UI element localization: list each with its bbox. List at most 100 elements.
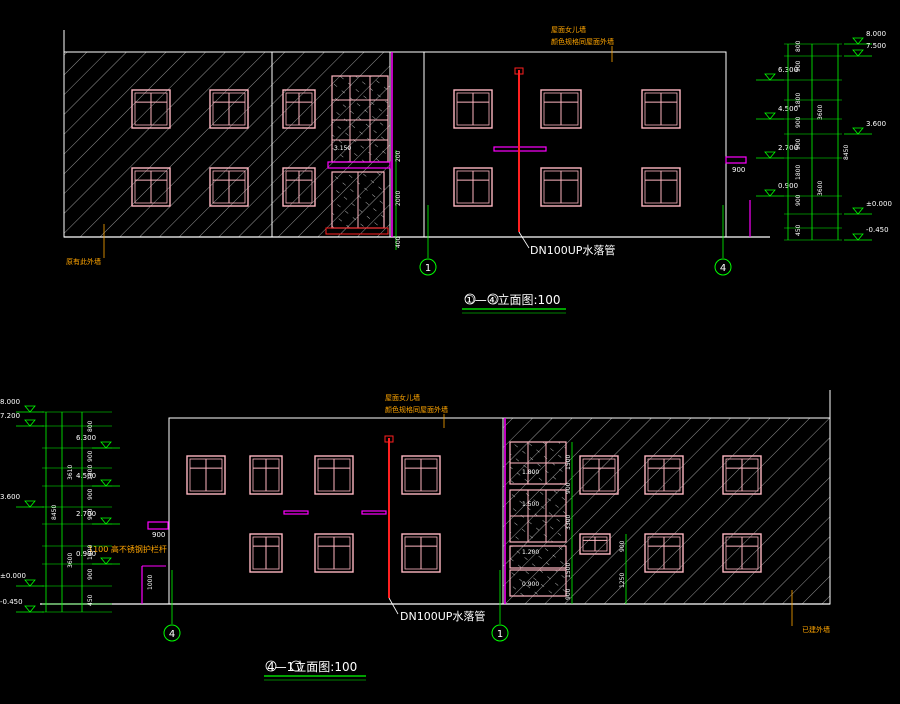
title-top-text: ①—④立面图:100 [464, 292, 560, 307]
window-top-10 [453, 167, 493, 207]
dim-inner-bottom-6: 1800 [87, 545, 94, 560]
level-top-9: -0.450 [844, 226, 889, 241]
dim-inner-top-7: 900 [795, 194, 802, 206]
window-top-3 [282, 89, 316, 129]
svg-text:6.300: 6.300 [76, 434, 96, 442]
stair-dim-4: 1500 [565, 563, 572, 578]
grid-bubble-1-top [419, 258, 437, 276]
dim-inner-top-1: 800 [795, 40, 802, 52]
pipe-label-bottom: DN100UP水落管 [400, 609, 485, 623]
dim-inner-bottom-1: 800 [87, 420, 94, 432]
title-top: ①—④立面图:100 [462, 292, 566, 314]
rail-dim: 1000 [147, 575, 154, 590]
dim-outer-bottom: 8450 [51, 505, 58, 520]
side-dim-bottom: 900 [152, 531, 165, 539]
elevation-top: DN100UP水落管 900 屋面女儿墙 颜色规格同屋面外墙 原有此外墙 200… [63, 25, 892, 314]
window-top-12 [641, 167, 681, 207]
level-bottom-9: -0.450 [0, 598, 44, 613]
grid-label-left-top: 1 [425, 263, 431, 274]
dim-inner-top-3: 1800 [795, 93, 802, 108]
level-top-6: 2.700 [756, 144, 798, 159]
window-top-1 [131, 89, 171, 129]
level-top-8: ±0.000 [844, 200, 892, 215]
side-canopy-top [725, 156, 747, 164]
window-bottom-7 [722, 455, 762, 495]
window-top-5 [540, 89, 582, 129]
level-top-2: 7.500 [844, 42, 886, 57]
note-top-line1: 屋面女儿墙 [551, 25, 586, 34]
title-bottom-text: 4—1立面图:100 [267, 659, 357, 674]
window-bottom-6 [644, 455, 684, 495]
window-top-11 [540, 167, 582, 207]
side-dim-bottom-1: 900 [619, 540, 626, 552]
level-top-3: 6.300 [756, 66, 798, 81]
svg-text:0.900: 0.900 [76, 550, 96, 558]
pipe-leader-top [518, 231, 530, 249]
dim-mid-bottom-2: 3600 [67, 553, 74, 568]
window-bottom-small [579, 533, 611, 555]
window-bottom-1 [186, 455, 226, 495]
note-top-line2-bottom: 颜色规格同屋面外墙 [385, 405, 448, 414]
svg-text:-0.450: -0.450 [866, 226, 889, 234]
note-right: 已建外墙 [802, 625, 830, 634]
pipe-head-bottom [384, 435, 394, 443]
svg-text:-0.450: -0.450 [0, 598, 23, 606]
door-dim-1: 200 [395, 150, 402, 162]
level-bottom-5: 3.600 [0, 493, 44, 508]
dim-inner-top-6: 1800 [795, 165, 802, 180]
window-bottom-5 [579, 455, 619, 495]
stair-dim-5: 900 [565, 588, 572, 600]
level-bottom-8: ±0.000 [0, 572, 44, 587]
svg-text:8.000: 8.000 [0, 398, 20, 406]
stair-level-2: 1.500 [522, 501, 539, 508]
dim-outer-top: 8450 [843, 145, 850, 160]
pipe-head-top [514, 67, 524, 75]
new-building-outline-bottom [168, 417, 504, 605]
door-level: 3.150 [334, 145, 351, 152]
window-top-7 [131, 167, 171, 207]
note-top-line1-bottom: 屋面女儿墙 [385, 393, 420, 402]
door-dim-2: 2000 [395, 191, 402, 206]
side-dim-top: 900 [732, 166, 745, 174]
svg-text:±0.000: ±0.000 [866, 200, 892, 208]
dim-inner-bottom-5: 900 [87, 508, 94, 520]
grid-bubble-4-bottom [163, 624, 181, 642]
pipe-leader-bottom [388, 597, 399, 615]
dim-mid-top-2: 3600 [817, 181, 824, 196]
window-bottom-11 [644, 533, 684, 573]
svg-text:3.600: 3.600 [866, 120, 886, 128]
dim-mid-top-1: 3600 [817, 105, 824, 120]
svg-text:3.600: 3.600 [0, 493, 20, 501]
top-windows [131, 89, 681, 207]
window-top-9 [282, 167, 316, 207]
grid-bubble-1-bottom [491, 624, 509, 642]
door-dim-3: 400 [395, 236, 402, 248]
dim-inner-top-4: 900 [795, 116, 802, 128]
svg-text:8.000: 8.000 [866, 30, 886, 38]
level-bottom-4: 4.500 [76, 472, 120, 487]
level-bottom-2: 7.200 [0, 412, 44, 427]
svg-text:±0.000: ±0.000 [0, 572, 26, 580]
window-bottom-8 [249, 533, 283, 573]
dim-inner-top-2: 900 [795, 60, 802, 72]
grid-label-right-bottom: 1 [497, 629, 503, 640]
stair-level-4: 0.900 [522, 581, 539, 588]
dim-inner-bottom-3: 1800 [87, 465, 94, 480]
window-bottom-4 [401, 455, 441, 495]
stair-windows-bottom [509, 441, 567, 597]
window-bottom-2 [249, 455, 283, 495]
grid-label-right-top: 4 [720, 263, 726, 274]
svg-text:7.200: 7.200 [0, 412, 20, 420]
top-dimension-chain: 8.0007.5006.3004.5003.6002.7000.900±0.00… [756, 30, 892, 241]
window-bottom-9 [314, 533, 354, 573]
stair-curtain-wall [325, 75, 391, 235]
dim-inner-bottom-2: 900 [87, 450, 94, 462]
bottom-windows [186, 455, 762, 573]
level-top-1: 8.000 [844, 30, 886, 45]
side-canopy-bottom [147, 521, 169, 530]
stair-level-3: 1.200 [522, 549, 539, 556]
level-bottom-3: 6.300 [76, 434, 120, 449]
svg-text:4.500: 4.500 [76, 472, 96, 480]
